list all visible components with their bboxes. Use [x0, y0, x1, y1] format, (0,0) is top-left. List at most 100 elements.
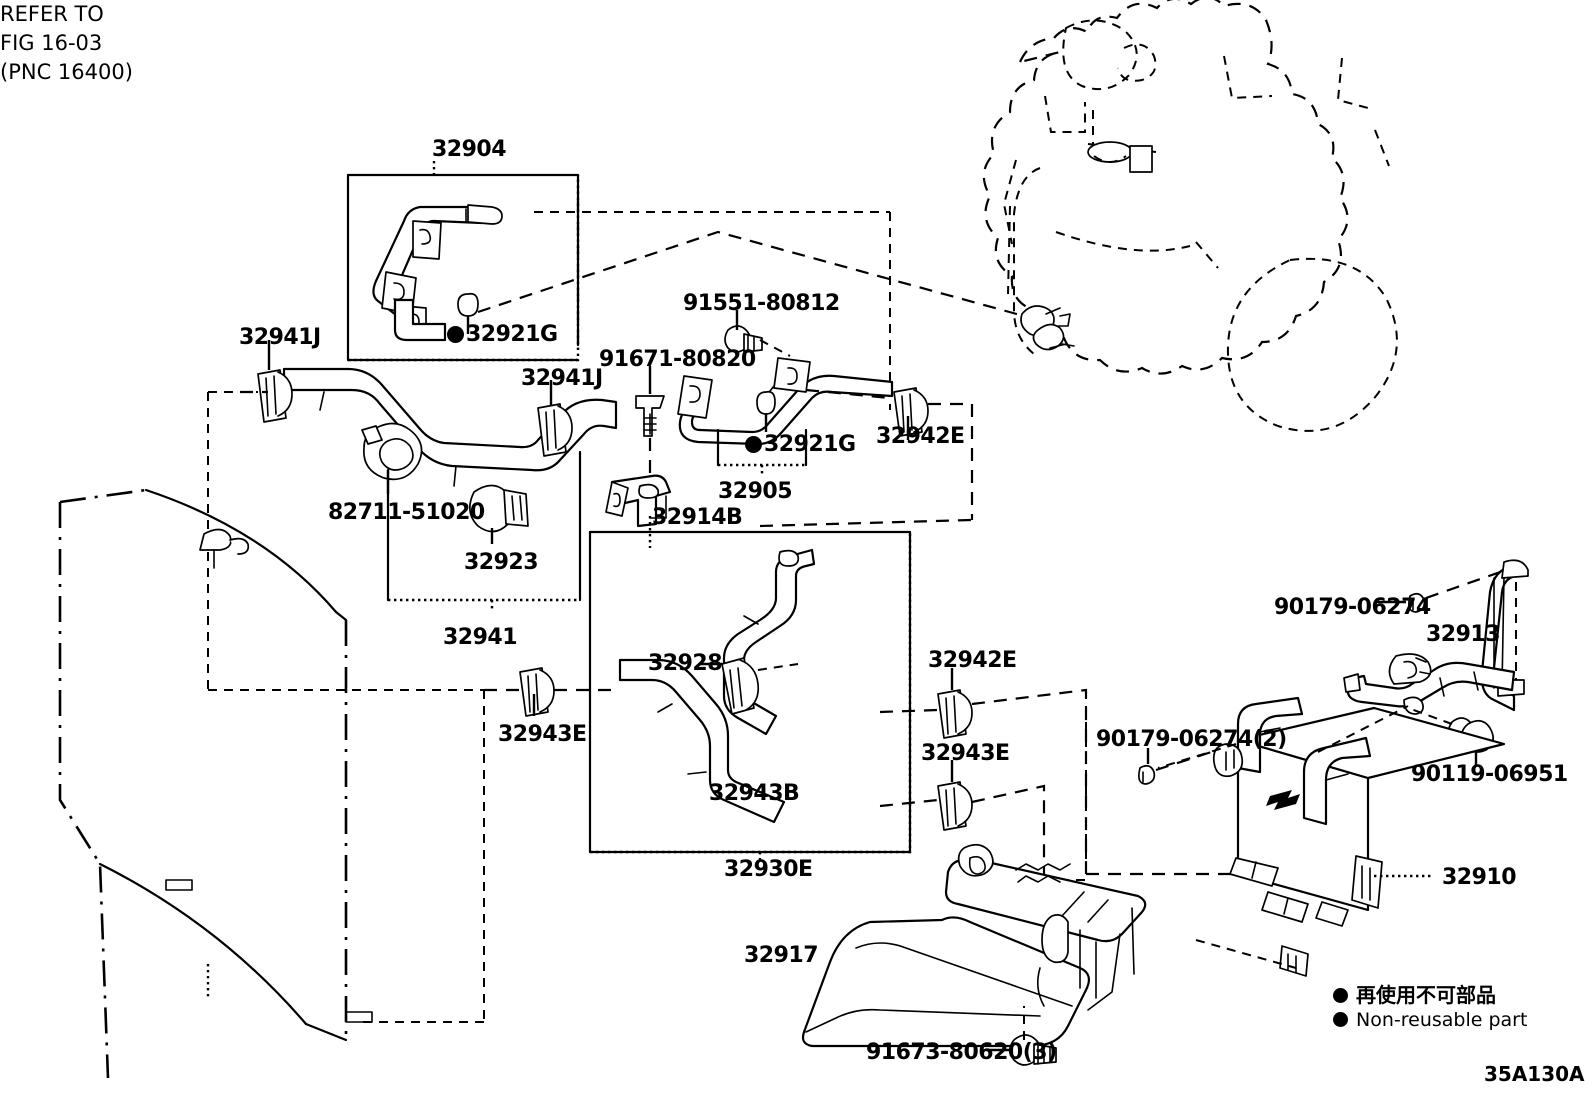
part-callout-32910: 32910	[1442, 865, 1517, 890]
reference-note-line2: FIG 16-03	[0, 31, 103, 55]
part-number-text: 32913	[1426, 622, 1501, 647]
part-number-text: 32928	[648, 651, 723, 676]
part-number-text: 32942E	[876, 424, 965, 449]
legend-row-english: Non-reusable part	[1333, 1009, 1527, 1031]
part-callout-32941J: 32941J	[521, 366, 603, 391]
part-number-text: 32917	[744, 943, 819, 968]
part-number-text: 32921G	[764, 432, 856, 457]
part-callout-32942E: 32942E	[928, 648, 1017, 673]
part-32928-clamp	[700, 657, 799, 715]
non-reusable-marker-icon	[745, 436, 762, 453]
part-callout-32943E: 32943E	[498, 722, 587, 747]
legend-row-japanese: 再使用不可部品	[1333, 979, 1496, 1008]
part-number-text: 32943E	[498, 722, 587, 747]
leader-32942E-ctr-out	[971, 688, 1088, 874]
part-32943B-lower-hose	[618, 658, 786, 824]
part-91671-80820-bolt	[635, 366, 665, 486]
part-callout-91671-80820: 91671-80820	[599, 347, 756, 372]
part-callout-90179-06274: 90179-06274	[1274, 595, 1431, 620]
part-32921G-grommet-mid	[756, 390, 776, 432]
part-callout-32905: 32905	[718, 479, 793, 504]
part-callout-32904: 32904	[432, 137, 507, 162]
part-number-text: 90119-06951	[1411, 762, 1568, 787]
leader-32942E-top-right	[928, 402, 974, 520]
reference-note-line1: REFER TO	[0, 2, 104, 26]
part-callout-82711-51020: 82711-51020	[328, 500, 485, 525]
leader-32942E-ctr-in	[879, 708, 939, 714]
leader-32943E-ctr-out	[971, 784, 1046, 880]
part-callout-32941J: 32941J	[239, 325, 321, 350]
part-callout-32921G: 32921G	[447, 322, 558, 347]
bracket-32941	[386, 450, 582, 612]
clip-32941J-mid	[537, 380, 573, 457]
part-callout-32917: 32917	[744, 943, 819, 968]
part-callout-32923: 32923	[464, 550, 539, 575]
filled-circle-icon	[1333, 1012, 1348, 1027]
filled-circle-icon	[1333, 988, 1348, 1003]
part-32923-clamp	[469, 484, 529, 544]
legend-text-japanese: 再使用不可部品	[1356, 983, 1496, 1007]
leader-32942E-top-left	[805, 388, 891, 400]
part-number-text: 32905	[718, 479, 793, 504]
radiator-phantom-outline	[58, 488, 373, 1079]
part-32921G-grommet-top	[457, 292, 479, 334]
part-number-text: 90179-06274(2)	[1096, 727, 1287, 752]
legend-text-english: Non-reusable part	[1356, 1009, 1528, 1031]
part-callout-32941: 32941	[443, 625, 518, 650]
transmission-case-outline	[982, 0, 1398, 432]
part-number-text: 32923	[464, 550, 539, 575]
part-32941-hose	[282, 367, 618, 487]
leader-32904-to-case	[477, 230, 1025, 318]
part-32910-cooler	[1212, 696, 1506, 977]
case-tube-fittings	[1020, 305, 1075, 351]
group-box-32930E	[588, 530, 912, 864]
part-91673-80620-bolt	[986, 1006, 1057, 1066]
part-number-text: 32921G	[466, 322, 558, 347]
part-callout-32942E: 32942E	[876, 424, 965, 449]
part-number-text: 32943B	[709, 781, 800, 806]
part-number-text: 91551-80812	[683, 291, 840, 316]
part-callout-32913: 32913	[1426, 622, 1501, 647]
part-number-text: 32904	[432, 137, 507, 162]
part-number-text: 90179-06274	[1274, 595, 1431, 620]
reference-note: REFER TO FIG 16-03 (PNC 16400)	[0, 0, 1592, 87]
part-number-text: 32941	[443, 625, 518, 650]
part-number-text: 32941J	[239, 325, 321, 350]
non-reusable-marker-icon	[447, 326, 464, 343]
part-callout-91551-80812: 91551-80812	[683, 291, 840, 316]
part-callout-90119-06951: 90119-06951	[1411, 762, 1568, 787]
part-number-text: 32910	[1442, 865, 1517, 890]
part-number-text: 82711-51020	[328, 500, 485, 525]
part-callout-32930E: 32930E	[724, 857, 813, 882]
part-number-text: 32930E	[724, 857, 813, 882]
part-32913-tube	[1343, 653, 1516, 715]
part-32917-duct	[801, 843, 1147, 1048]
clip-32943E-left	[519, 667, 555, 717]
part-callout-90179-062742: 90179-06274(2)	[1096, 727, 1287, 752]
part-number-text: 32941J	[521, 366, 603, 391]
part-90179-06274-clip	[1376, 568, 1507, 613]
leader-box-32930-to-right	[759, 518, 973, 528]
part-number-text: 91671-80820	[599, 347, 756, 372]
figure-id: 35A130A	[1484, 1062, 1585, 1086]
part-number-text: 32942E	[928, 648, 1017, 673]
bracket-32905	[716, 428, 808, 474]
part-91551-80812-bolt	[724, 310, 791, 357]
part-callout-32943B: 32943B	[709, 781, 800, 806]
part-32905-tube	[677, 357, 894, 446]
part-82711-51020-clamp	[361, 422, 423, 494]
part-callout-32943E: 32943E	[921, 741, 1010, 766]
part-32914B-bracket	[605, 474, 672, 548]
part-number-text: 32914B	[652, 505, 743, 530]
reference-note-line3: (PNC 16400)	[0, 60, 133, 84]
clip-32943E-center	[937, 760, 973, 831]
clip-32941J-left	[257, 340, 293, 423]
clip-32942E-top	[893, 387, 929, 440]
part-callout-32921G: 32921G	[745, 432, 856, 457]
part-callout-91673-806203: 91673-80620(3)	[866, 1040, 1057, 1065]
part-32904-tube	[372, 204, 503, 342]
part-callout-32914B: 32914B	[652, 505, 743, 530]
clip-32942E-center	[937, 668, 973, 739]
part-callout-32928: 32928	[648, 651, 723, 676]
